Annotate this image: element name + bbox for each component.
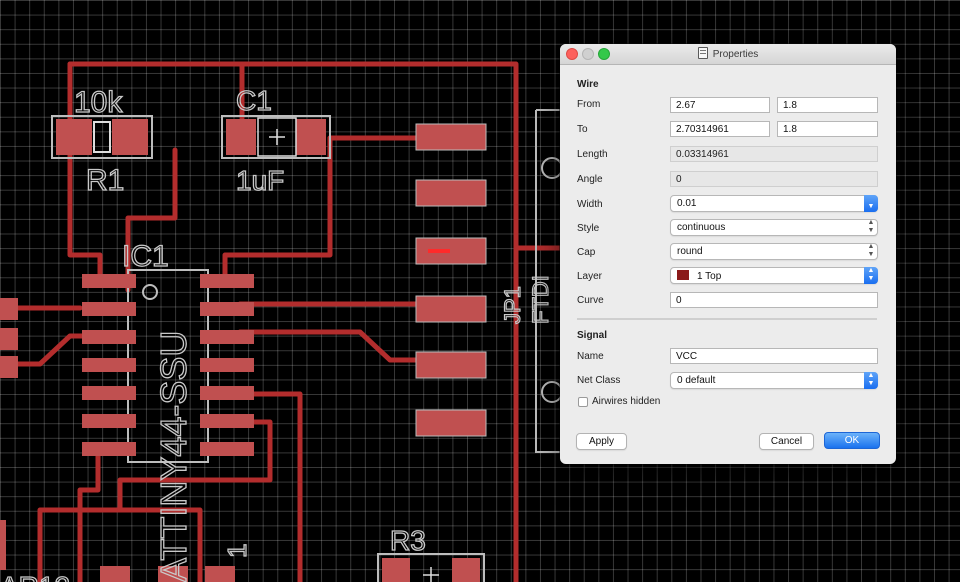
length-field: 0.03314961: [670, 146, 878, 162]
wire-section-heading: Wire: [577, 79, 599, 90]
to-y-field[interactable]: 1.8: [777, 121, 878, 137]
dialog-titlebar[interactable]: Properties: [560, 44, 896, 65]
name-label: Name: [577, 351, 604, 362]
trace: [125, 147, 178, 293]
trace: [67, 61, 519, 582]
c1-name-label: C1: [236, 85, 272, 116]
style-value: continuous: [677, 222, 726, 233]
airwires-hidden-checkbox[interactable]: [578, 397, 588, 407]
netclass-value: 0 default: [677, 375, 716, 386]
properties-dialog: Properties Wire From 2.67 1.8 To 2.70314…: [560, 44, 896, 464]
trace: [222, 135, 333, 285]
updown-chevron-icon: ▲▼: [864, 372, 878, 389]
trace: [77, 449, 101, 582]
curve-field[interactable]: 0: [670, 292, 878, 308]
minimize-window-button[interactable]: [582, 48, 594, 60]
r1-name-label: R1: [86, 164, 124, 197]
chevron-down-icon: ▼: [864, 195, 878, 212]
trace: [117, 507, 203, 582]
updown-chevron-icon: ▲▼: [867, 243, 875, 258]
netclass-label: Net Class: [577, 375, 621, 386]
updown-chevron-icon: ▲▼: [867, 219, 875, 234]
trace: [0, 333, 88, 367]
dialog-title: Properties: [560, 47, 896, 60]
cancel-button[interactable]: Cancel: [759, 433, 814, 450]
width-label: Width: [577, 199, 603, 210]
ic1-value-label: ATTINY44-SSU: [153, 331, 194, 582]
curve-label: Curve: [577, 295, 604, 306]
signal-section-heading: Signal: [577, 330, 608, 341]
width-select[interactable]: 0.01 ▼: [670, 195, 878, 212]
c1-value-label: 1uF: [236, 165, 284, 196]
style-label: Style: [577, 223, 600, 234]
ic1-chip[interactable]: [82, 269, 254, 463]
jp1-value-label: FTDI: [528, 275, 553, 324]
width-value: 0.01: [677, 198, 697, 209]
dialog-title-text: Properties: [712, 49, 759, 60]
r3-name-label: R3: [390, 525, 426, 556]
ic1-name-label: IC1: [122, 240, 169, 273]
angle-label: Angle: [577, 174, 603, 185]
from-y-field[interactable]: 1.8: [777, 97, 878, 113]
length-label: Length: [577, 149, 608, 160]
edge-pads: [0, 298, 18, 378]
layer-select[interactable]: 1 Top ▲▼: [670, 267, 878, 284]
r1-resistor[interactable]: [51, 115, 153, 159]
updown-chevron-icon: ▲▼: [864, 267, 878, 284]
netclass-select[interactable]: 0 default ▲▼: [670, 372, 878, 389]
angle-field: 0: [670, 171, 878, 187]
close-window-button[interactable]: [566, 48, 578, 60]
cap-value: round: [677, 246, 703, 257]
trace: [37, 419, 273, 582]
jp1-header[interactable]: [415, 109, 563, 453]
c1-capacitor[interactable]: [221, 115, 331, 159]
cap-select[interactable]: round ▲▼: [670, 243, 878, 260]
layer-label: Layer: [577, 271, 603, 282]
apply-button[interactable]: Apply: [576, 433, 627, 450]
signal-name-field[interactable]: VCC: [670, 348, 878, 364]
pin-one-label: 1: [222, 544, 252, 558]
layer-value: 1 Top: [697, 271, 722, 282]
style-select[interactable]: continuous ▲▼: [670, 219, 878, 236]
ok-button[interactable]: OK: [824, 432, 880, 449]
from-x-field[interactable]: 2.67: [670, 97, 770, 113]
to-label: To: [577, 124, 588, 135]
cap-label: Cap: [577, 247, 596, 258]
document-icon: [697, 47, 708, 59]
zoom-window-button[interactable]: [598, 48, 610, 60]
ar12-label: AR12: [0, 571, 70, 582]
trace: [237, 391, 303, 582]
layer-color-swatch: [677, 270, 689, 280]
from-label: From: [577, 99, 601, 110]
section-divider: [577, 318, 877, 320]
to-x-field[interactable]: 2.70314961: [670, 121, 770, 137]
r1-value-label: 10k: [74, 86, 123, 119]
trace: [67, 61, 103, 285]
r3-resistor[interactable]: [377, 553, 485, 582]
airwires-hidden-label[interactable]: Airwires hidden: [592, 396, 661, 407]
jp1-name-label: JP1: [500, 286, 525, 324]
